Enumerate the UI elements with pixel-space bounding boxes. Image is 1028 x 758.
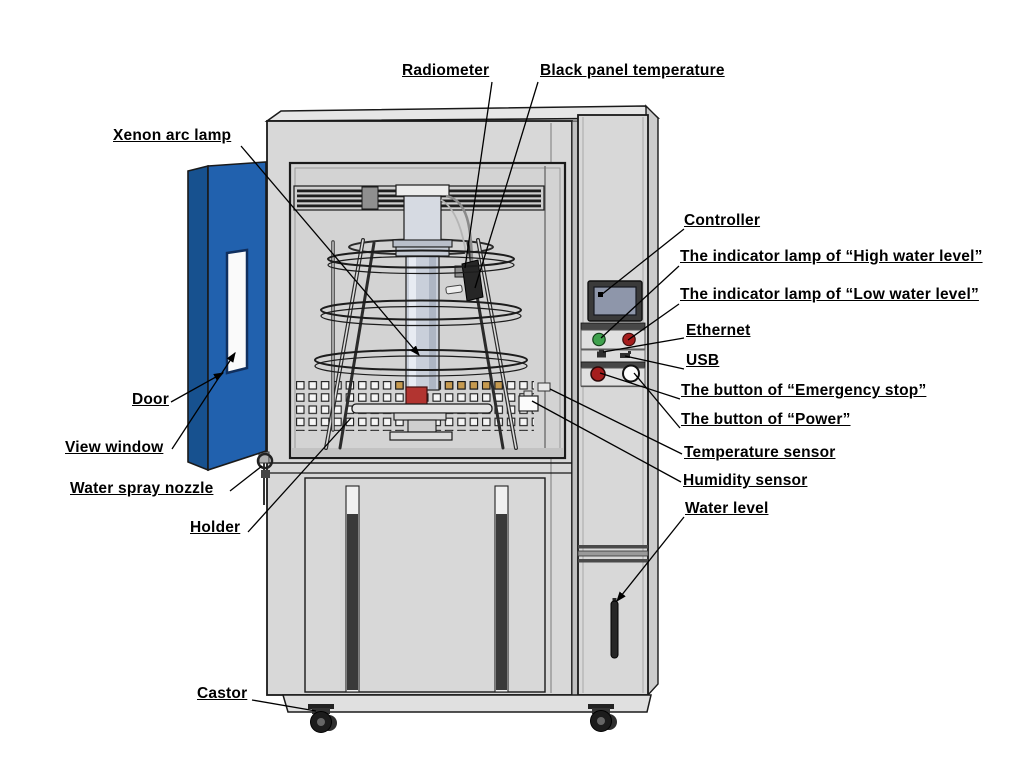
label-nozzle: Water spray nozzle	[70, 480, 214, 497]
panel-handle-right	[494, 485, 509, 693]
xenon-lamp-assembly	[392, 184, 474, 407]
label-black-panel: Black panel temperature	[540, 62, 725, 79]
label-xenon-lamp: Xenon arc lamp	[113, 127, 232, 144]
leader-temp-sensor	[549, 388, 683, 455]
leader-water-level	[616, 516, 685, 603]
panel-handle-left	[345, 485, 360, 693]
control-panel	[577, 117, 649, 693]
black-panel-sensor	[445, 259, 484, 302]
leader-black-panel	[474, 81, 539, 289]
label-radiometer: Radiometer	[402, 62, 490, 79]
column-seam-bands	[577, 545, 649, 563]
leader-controller	[600, 228, 685, 296]
label-humidity-sensor: Humidity sensor	[683, 472, 808, 489]
leader-power	[633, 372, 681, 429]
base-frame	[281, 694, 652, 733]
view-window-glass	[225, 248, 249, 375]
leader-emergency	[599, 372, 681, 400]
label-holder: Holder	[190, 519, 241, 536]
castor-left	[308, 704, 337, 733]
leader-lines	[170, 81, 685, 712]
label-high-water: The indicator lamp of “High water level”	[680, 248, 983, 265]
leader-radiometer	[464, 81, 493, 269]
humidity-sensor-device	[518, 390, 539, 412]
label-water-level: Water level	[685, 500, 769, 517]
label-ethernet: Ethernet	[686, 322, 751, 339]
cabinet-seam	[571, 120, 579, 696]
leader-nozzle	[229, 465, 263, 492]
lamp-collar	[392, 239, 453, 248]
label-castor: Castor	[197, 685, 248, 702]
castor-right	[588, 704, 617, 732]
label-door: Door	[132, 391, 169, 408]
leader-usb	[624, 355, 685, 370]
chamber-door	[187, 161, 274, 478]
usb-port	[620, 351, 631, 358]
door-edge-panel	[187, 164, 209, 472]
label-usb: USB	[686, 352, 720, 369]
chamber-floor	[292, 448, 563, 457]
lamp-flange	[395, 184, 450, 197]
leader-ethernet	[602, 337, 685, 353]
ethernet-port	[597, 349, 606, 358]
controller-screen	[593, 286, 637, 316]
water-level-gauge	[610, 598, 619, 659]
leader-humidity-sensor	[531, 400, 682, 483]
label-power: The button of “Power”	[681, 411, 851, 428]
leader-xenon-lamp	[240, 145, 420, 356]
leader-high-water	[600, 265, 680, 339]
power-button	[622, 364, 640, 383]
holder-rings	[314, 249, 528, 377]
temperature-sensor-device	[537, 382, 551, 392]
lamp-red-tip	[405, 386, 428, 407]
leader-castor	[251, 699, 317, 712]
spray-nozzle-fitting	[256, 452, 274, 478]
black-panel-probe	[445, 284, 463, 295]
lamp-tray	[351, 403, 493, 441]
leader-view-window	[171, 351, 236, 450]
lower-panel	[304, 477, 546, 693]
label-emergency: The button of “Emergency stop”	[681, 382, 927, 399]
leader-low-water	[627, 303, 680, 341]
test-chamber	[288, 161, 567, 460]
label-low-water: The indicator lamp of “Low water level”	[680, 286, 979, 303]
label-view-window: View window	[65, 439, 164, 456]
leader-holder	[247, 417, 352, 533]
label-temp-sensor: Temperature sensor	[684, 444, 836, 461]
label-controller: Controller	[684, 212, 761, 229]
leader-door	[170, 372, 225, 403]
